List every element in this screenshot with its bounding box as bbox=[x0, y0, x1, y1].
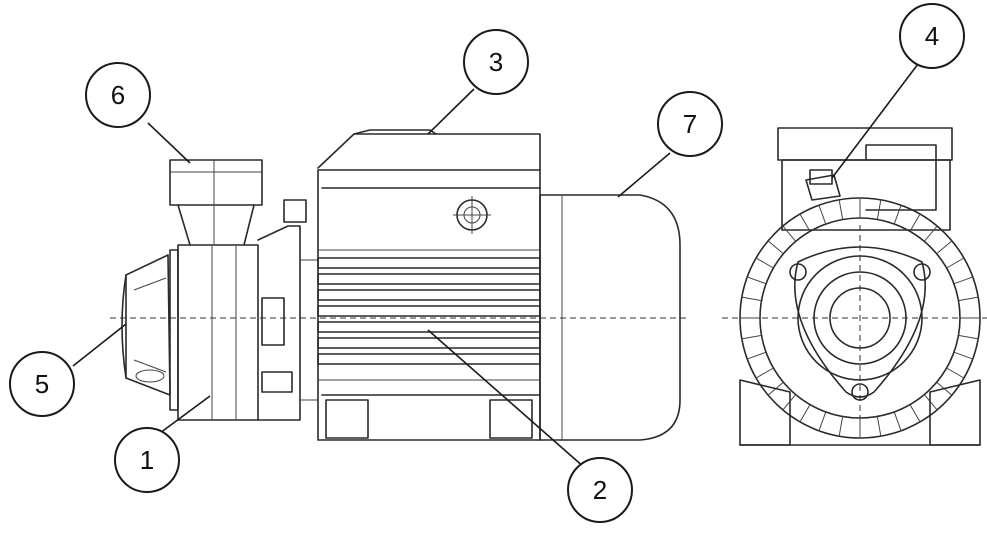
fin-line bbox=[958, 334, 979, 340]
callout-1: 1 bbox=[114, 427, 180, 493]
fin-line bbox=[946, 257, 965, 269]
callout-2-label: 2 bbox=[593, 475, 607, 505]
pump-side-view bbox=[110, 129, 690, 441]
fin-line bbox=[958, 296, 979, 302]
fin-line bbox=[782, 225, 797, 242]
callouts: 6 3 7 4 5 1 2 bbox=[9, 3, 965, 523]
fin-line bbox=[767, 240, 784, 255]
fin-line bbox=[876, 199, 882, 220]
callout-7-label: 7 bbox=[683, 109, 697, 139]
callout-3: 3 bbox=[463, 29, 529, 95]
callout-4: 4 bbox=[899, 3, 965, 69]
fin-line bbox=[799, 213, 811, 232]
fin-line bbox=[741, 296, 762, 302]
front-fins bbox=[740, 198, 980, 438]
fin-line bbox=[755, 367, 774, 379]
fin-line bbox=[838, 199, 844, 220]
fin-line bbox=[838, 416, 844, 437]
fin-line bbox=[893, 411, 902, 431]
fin-line bbox=[755, 257, 774, 269]
fin-line bbox=[876, 416, 882, 437]
fin-line bbox=[799, 404, 811, 423]
fin-line bbox=[946, 367, 965, 379]
leader-lines bbox=[72, 63, 919, 469]
callout-4-label: 4 bbox=[925, 21, 939, 51]
callout-3-label: 3 bbox=[489, 47, 503, 77]
fin-line bbox=[953, 351, 973, 360]
fin-line bbox=[747, 351, 767, 360]
fin-line bbox=[741, 334, 762, 340]
fin-line bbox=[953, 276, 973, 285]
callout-2: 2 bbox=[567, 457, 633, 523]
callout-6-label: 6 bbox=[111, 80, 125, 110]
callout-5: 5 bbox=[9, 351, 75, 417]
callout-6: 6 bbox=[85, 62, 151, 128]
fin-line bbox=[747, 276, 767, 285]
callout-5-label: 5 bbox=[35, 369, 49, 399]
pump-front-view bbox=[722, 127, 987, 446]
fin-line bbox=[818, 411, 827, 431]
callout-7: 7 bbox=[657, 91, 723, 157]
fin-line bbox=[818, 205, 827, 225]
fin-line bbox=[909, 213, 921, 232]
cooling-fins bbox=[317, 257, 541, 365]
fin-line bbox=[923, 225, 938, 242]
fin-line bbox=[893, 205, 902, 225]
fin-line bbox=[909, 404, 921, 423]
fin-line bbox=[936, 240, 953, 255]
callout-1-label: 1 bbox=[140, 445, 154, 475]
